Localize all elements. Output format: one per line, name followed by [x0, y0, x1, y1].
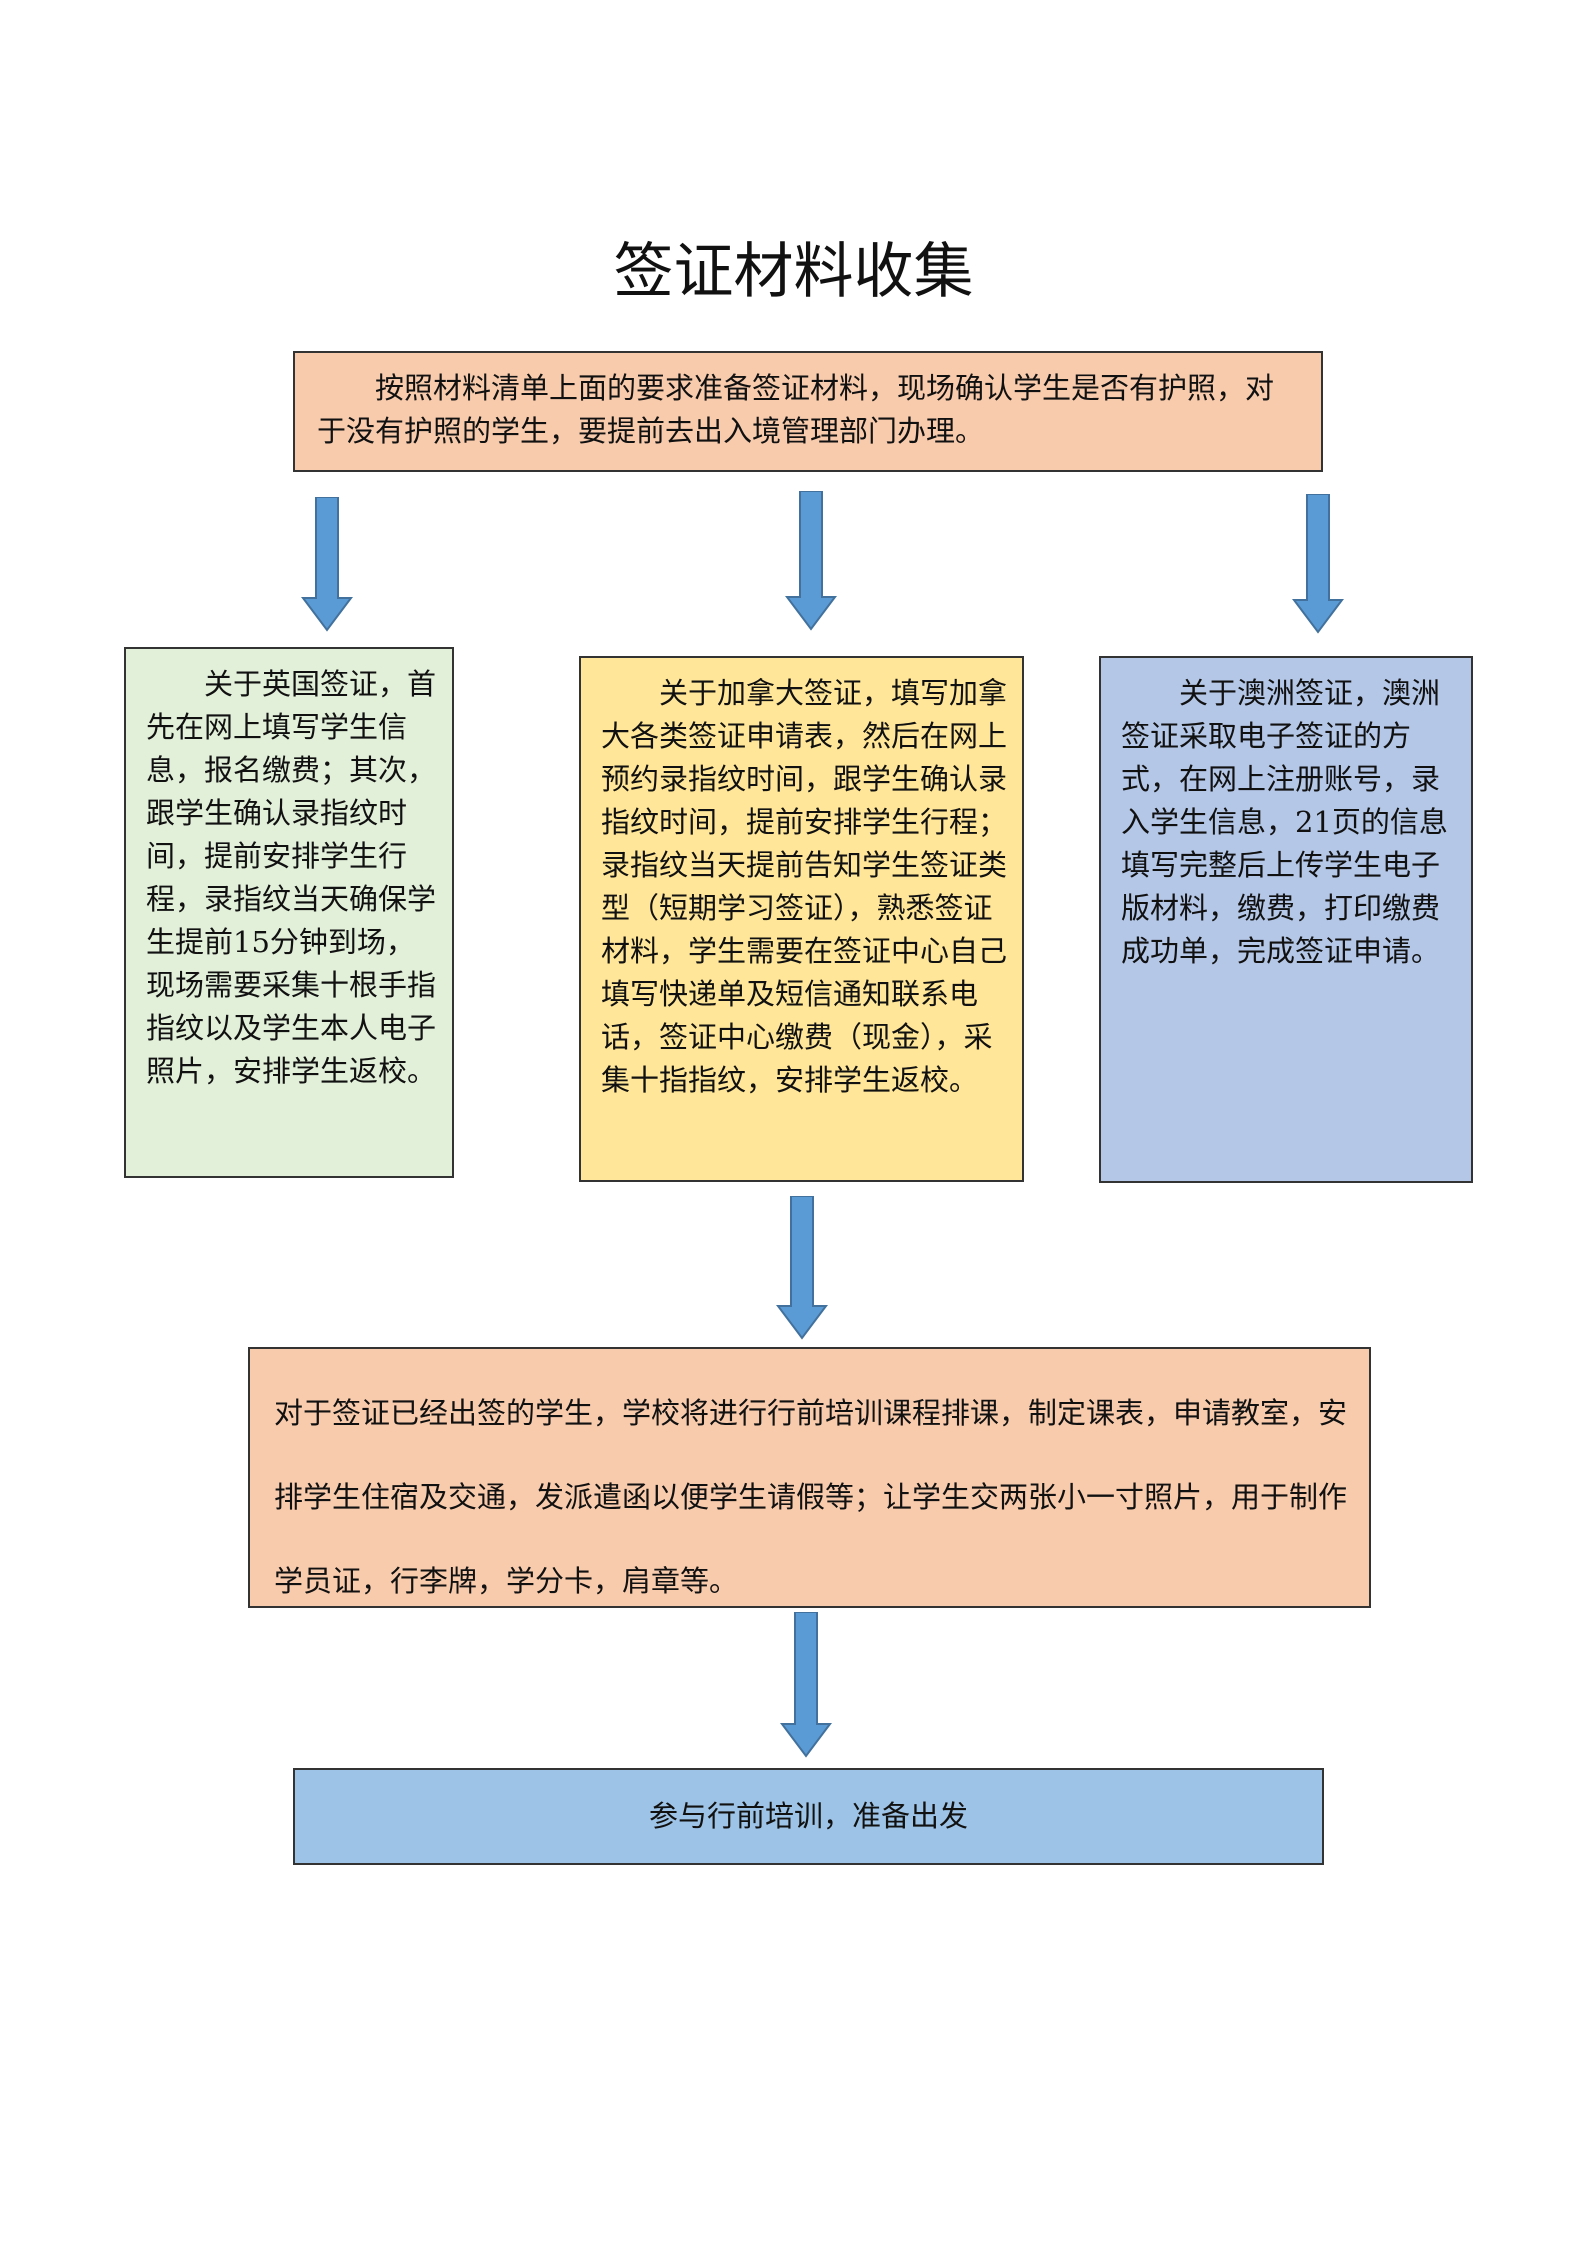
arrow-down-icon — [301, 497, 353, 632]
step-depart: 参与行前培训，准备出发 — [293, 1768, 1324, 1865]
step-australia-visa: 关于澳洲签证，澳洲签证采取电子签证的方式，在网上注册账号，录入学生信息，21页的… — [1099, 656, 1473, 1183]
step-final-text: 参与行前培训，准备出发 — [648, 1799, 968, 1833]
step-pre-departure-training: 对于签证已经出签的学生，学校将进行行前培训课程排课，制定课表，申请教室，安排学生… — [248, 1347, 1371, 1608]
arrow-down-icon — [780, 1612, 832, 1758]
step-training-text: 对于签证已经出签的学生，学校将进行行前培训课程排课，制定课表，申请教室，安排学生… — [274, 1396, 1348, 1598]
arrow-down-icon — [1292, 494, 1344, 634]
arrow-down-icon — [776, 1196, 828, 1340]
step-uk-text: 关于英国签证，首先在网上填写学生信息，报名缴费；其次，跟学生确认录指纹时间，提前… — [146, 667, 437, 1088]
arrow-down-icon — [785, 491, 837, 631]
page-title: 签证材料收集 — [613, 237, 974, 307]
step-prepare-materials: 按照材料清单上面的要求准备签证材料，现场确认学生是否有护照，对于没有护照的学生，… — [293, 351, 1323, 472]
step-australia-text: 关于澳洲签证，澳洲签证采取电子签证的方式，在网上注册账号，录入学生信息，21页的… — [1121, 676, 1448, 968]
step-uk-visa: 关于英国签证，首先在网上填写学生信息，报名缴费；其次，跟学生确认录指纹时间，提前… — [124, 647, 454, 1178]
step-prepare-text: 按照材料清单上面的要求准备签证材料，现场确认学生是否有护照，对于没有护照的学生，… — [317, 371, 1275, 448]
step-canada-text: 关于加拿大签证，填写加拿大各类签证申请表，然后在网上预约录指纹时间，跟学生确认录… — [601, 676, 1008, 1097]
step-canada-visa: 关于加拿大签证，填写加拿大各类签证申请表，然后在网上预约录指纹时间，跟学生确认录… — [579, 656, 1024, 1182]
